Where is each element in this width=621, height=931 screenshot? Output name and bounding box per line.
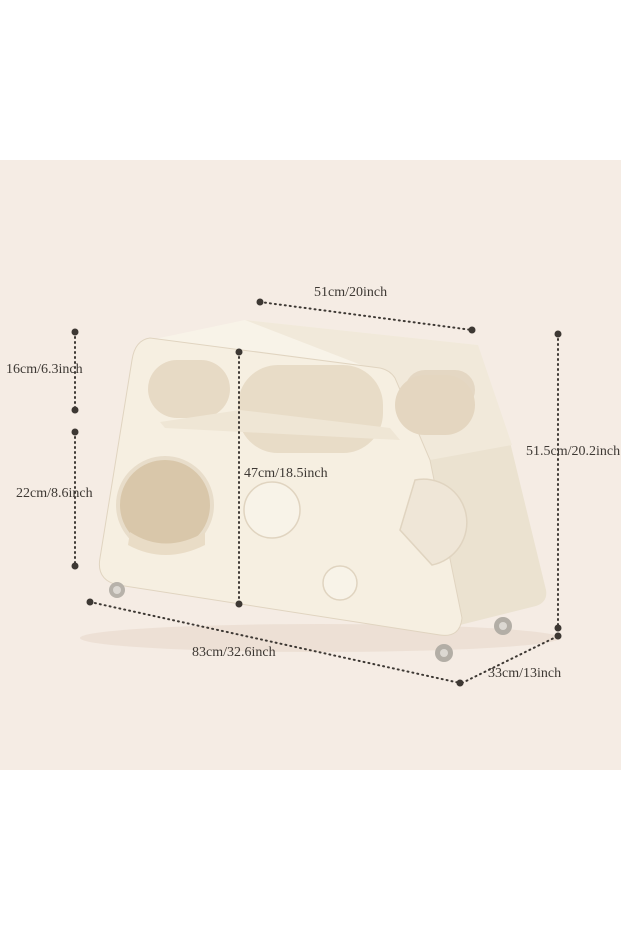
dimension-endpoints [71,298,562,687]
label-total-height: 51.5cm/20.2inch [526,444,621,459]
label-inner-height: 47cm/18.5inch [244,466,328,481]
wheel-back-right [494,617,512,635]
cat-house-illustration [71,298,562,687]
label-left-upper-height: 16cm/6.3inch [6,362,83,377]
wheel-front-right [435,644,453,662]
window-left [148,360,230,418]
window-center [238,365,383,453]
dimension-lines [74,301,559,684]
circle-decor-2 [322,565,358,601]
label-left-lower-height: 22cm/8.6inch [16,486,93,501]
circle-decor-1 [243,481,301,539]
product-photo: 51cm/20inch 16cm/6.3inch 22cm/8.6inch 47… [0,160,621,770]
wheel-front-left [109,582,125,598]
label-bottom-length: 83cm/32.6inch [192,645,276,660]
label-top-width: 51cm/20inch [314,285,388,300]
label-depth: 33cm/13inch [488,666,562,681]
